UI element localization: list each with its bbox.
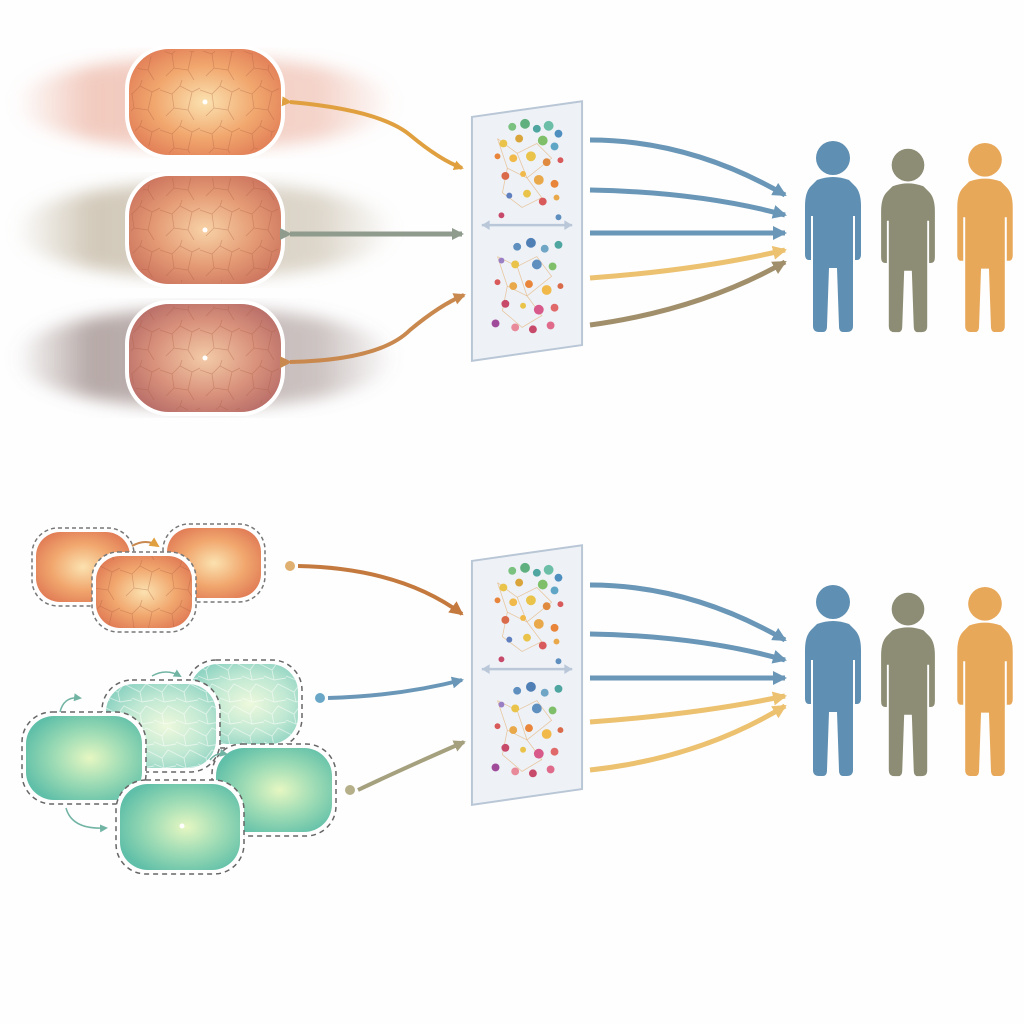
person-blue-icon (805, 141, 861, 332)
top-section (15, 45, 1013, 416)
tissue-3 (125, 300, 285, 416)
network-clusters-icon (470, 543, 584, 807)
bottom-section (21, 523, 1013, 875)
arrow-panel-person-6 (589, 582, 787, 643)
arrow-panel-person-7 (589, 631, 787, 664)
arrow-panel-person-10 (589, 703, 787, 773)
tissue-1 (125, 45, 285, 159)
warm-organoid-cluster (31, 523, 295, 633)
arrow-panel-person-1 (589, 137, 787, 198)
arrow-panel-person-2 (589, 187, 787, 219)
arrow-aqua-cluster-panel-2 (357, 740, 466, 792)
person-olive-icon (881, 592, 935, 777)
arrow-panel-person-9 (589, 691, 787, 725)
arrow-tissue-3-panel (279, 293, 466, 369)
person-olive-icon (881, 148, 935, 333)
aqua-organoid-cluster (21, 659, 355, 875)
arrow-aqua-cluster-panel-1 (327, 676, 464, 700)
person-orange-icon (957, 142, 1013, 333)
person-blue-icon (805, 585, 861, 776)
arrow-panel-person-5 (589, 259, 787, 328)
arrow-warm-cluster-panel (297, 564, 464, 616)
tissue-2 (125, 172, 285, 288)
person-orange-icon (957, 586, 1013, 777)
arrow-panel-person-4 (589, 245, 787, 281)
network-clusters-icon (470, 99, 584, 363)
arrow-tissue-1-panel (281, 96, 464, 170)
